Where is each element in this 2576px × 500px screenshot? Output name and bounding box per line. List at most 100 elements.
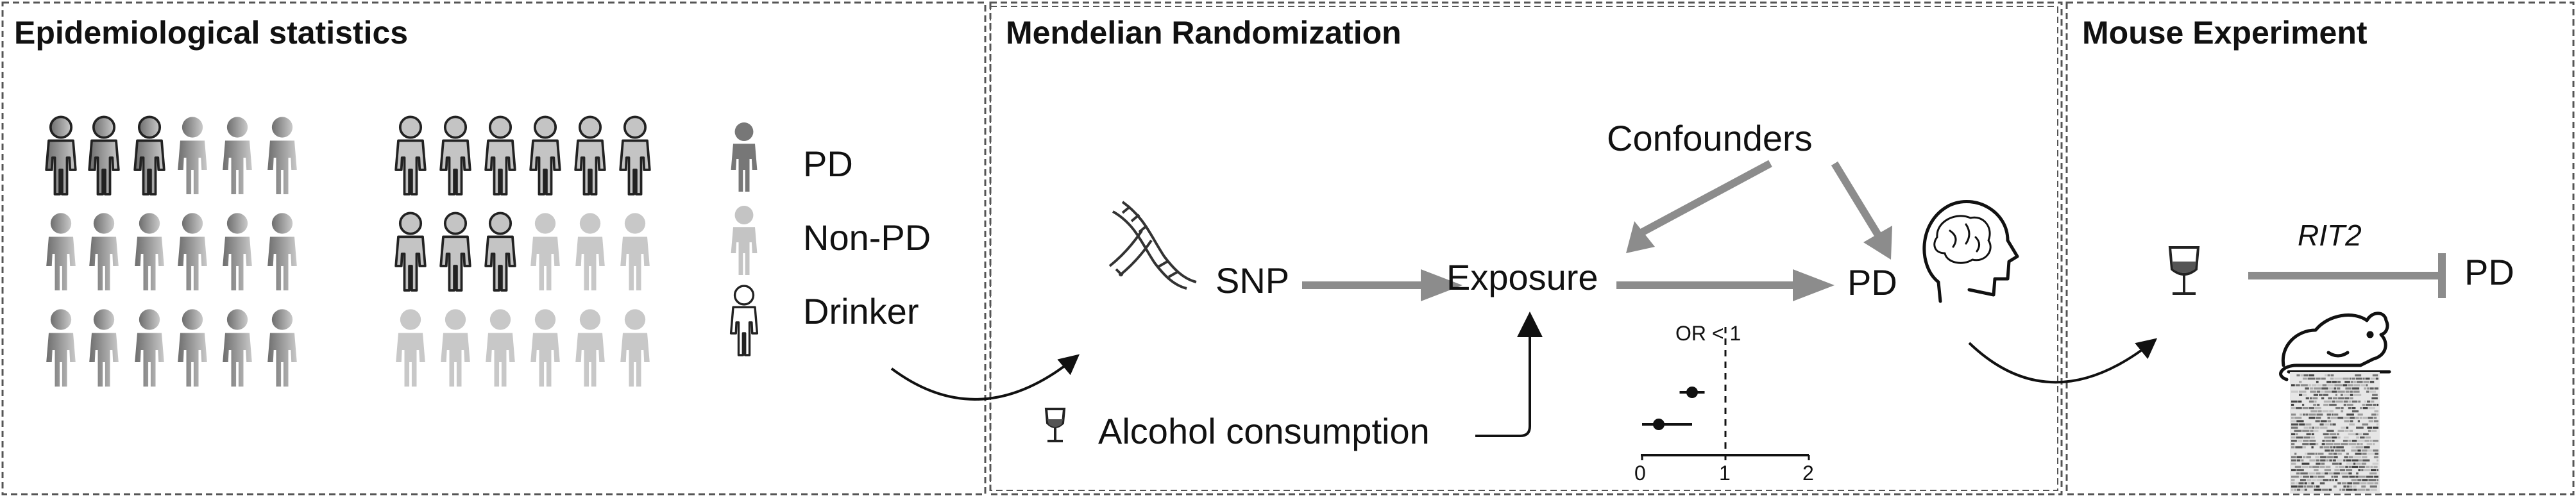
gel-band [2310, 436, 2315, 439]
gel-band [2310, 390, 2316, 393]
gel-band [2353, 482, 2360, 485]
gel-band [2326, 459, 2329, 462]
gel-band [2321, 443, 2325, 446]
gel-band [2291, 440, 2297, 442]
gel-band [2296, 456, 2302, 458]
gel-band [2372, 440, 2378, 442]
gel-band [2364, 469, 2370, 472]
gel-band [2356, 426, 2364, 429]
gel-band [2317, 384, 2322, 387]
gel-band [2314, 488, 2322, 491]
gel-band [2360, 443, 2363, 446]
gel-band [2309, 400, 2314, 403]
gel-band [2309, 476, 2314, 478]
gel-band [2370, 469, 2377, 472]
gel-band [2353, 462, 2356, 465]
gel-band [2353, 384, 2360, 387]
gel-band [2322, 410, 2329, 413]
gel-band [2358, 400, 2361, 403]
gel-band [2296, 420, 2304, 422]
gel-band [2307, 453, 2315, 455]
gel-band [2368, 420, 2373, 422]
gel-band [2359, 476, 2366, 478]
gel-band [2337, 390, 2345, 393]
panel-mouse-frame [2065, 1, 2575, 496]
person-figure-pd [223, 117, 252, 194]
gel-band [2303, 426, 2309, 429]
gel-band [2362, 378, 2365, 380]
gel-band [2323, 394, 2328, 396]
person-figure [530, 309, 560, 387]
gel-band [2328, 397, 2333, 399]
forest-tick-1: 1 [1719, 462, 1731, 485]
snp-label: SNP [1216, 260, 1290, 301]
gel-band [2291, 420, 2296, 422]
gel-band [2344, 420, 2350, 422]
person-figure-pd [135, 213, 164, 290]
gel-band [2291, 423, 2299, 426]
gel-band [2313, 394, 2319, 396]
gel-band [2323, 433, 2329, 435]
gel-band [2309, 407, 2315, 410]
gel-band [2353, 485, 2357, 488]
gel-band [2306, 433, 2311, 435]
gel-band [2343, 403, 2346, 406]
gel-band [2348, 384, 2353, 387]
gel-band [2291, 488, 2294, 491]
gel-band [2319, 423, 2324, 426]
gel-band [2349, 417, 2355, 419]
gel-band [2377, 423, 2378, 426]
gel-band [2322, 440, 2325, 442]
gel-band [2346, 403, 2353, 406]
person-figure-pd [267, 117, 297, 194]
person-figure-pd [88, 115, 120, 196]
gel-band [2364, 400, 2366, 403]
gel-band [2298, 482, 2304, 485]
gel-band [2357, 488, 2366, 491]
gel-band [2341, 407, 2344, 410]
gel-band [2355, 476, 2359, 478]
gel-band [2356, 443, 2360, 446]
gel-band [2370, 488, 2377, 491]
gel-band [2367, 453, 2375, 455]
gel-band [2359, 459, 2362, 462]
gel-band [2374, 476, 2378, 478]
person-figure [530, 213, 560, 290]
gel-band [2345, 390, 2350, 393]
gel-band [2365, 384, 2368, 387]
gel-band [2368, 429, 2371, 432]
gel-band [2316, 443, 2319, 446]
gel-band [2373, 417, 2377, 419]
gel-band [2325, 465, 2331, 468]
gel-band [2300, 413, 2303, 416]
gel-band [2314, 476, 2318, 478]
gel-band [2316, 462, 2321, 465]
gel-band [2301, 488, 2304, 491]
gel-band [2313, 403, 2317, 406]
gel-band [2362, 407, 2368, 410]
person-figure [441, 309, 470, 387]
gel-band [2340, 472, 2348, 475]
gel-band [2296, 459, 2301, 462]
person-figure-pd [89, 309, 119, 387]
gel-band [2330, 417, 2337, 419]
gel-band [2301, 465, 2309, 468]
gel-band [2343, 440, 2348, 442]
gel-band [2302, 476, 2309, 478]
gel-band [2351, 378, 2355, 380]
gel-band [2362, 479, 2368, 481]
gel-band [2375, 453, 2378, 455]
gel-band [2296, 488, 2301, 491]
gel-band [2318, 453, 2324, 455]
gel-band [2302, 403, 2305, 406]
pd-legend-icon [731, 122, 758, 192]
gel-band [2339, 462, 2342, 465]
gel-band [2337, 482, 2341, 485]
gel-band [2357, 413, 2363, 416]
gel-band [2294, 453, 2297, 455]
gel-band [2366, 403, 2373, 406]
gel-band [2365, 465, 2370, 468]
gel-band [2322, 384, 2327, 387]
gel-band [2361, 449, 2368, 452]
gel-band [2302, 378, 2307, 380]
